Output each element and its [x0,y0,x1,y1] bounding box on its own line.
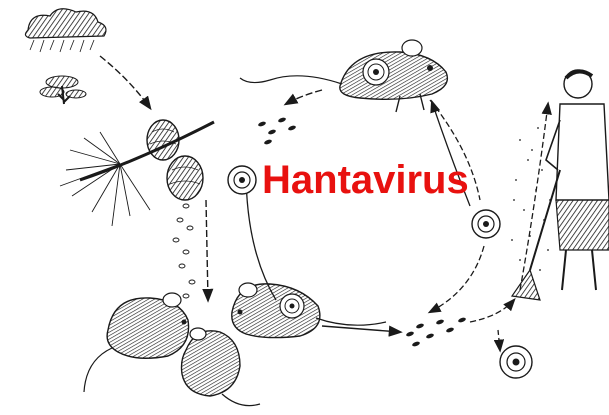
dust-icon [511,127,551,271]
cycle-arrow-icon [322,326,400,332]
virus-particle-icon [228,166,256,194]
cycle-arrow-icon [470,300,514,350]
virus-particle-icon [472,210,500,238]
cycle-arrow-icon [520,104,548,290]
seed-icon [173,204,195,298]
virus-particle-icon [500,346,532,378]
pine-branch-with-cones-icon [60,120,214,226]
small-tree-icon [40,76,86,104]
cycle-arrow-icon [100,56,150,108]
cycle-arrow-icon [286,90,322,104]
rain-cloud-icon [25,9,106,52]
cycle-arrow-icon [206,200,208,300]
person-sweeping-icon [546,70,609,290]
mouse-icon [182,328,261,406]
mouse-icon [84,293,189,392]
droppings-icon [406,317,467,347]
mouse-icon [240,40,447,112]
cycle-arrow-icon [246,100,484,312]
diagram-title: Hantavirus [262,158,469,202]
droppings-icon [258,117,297,145]
